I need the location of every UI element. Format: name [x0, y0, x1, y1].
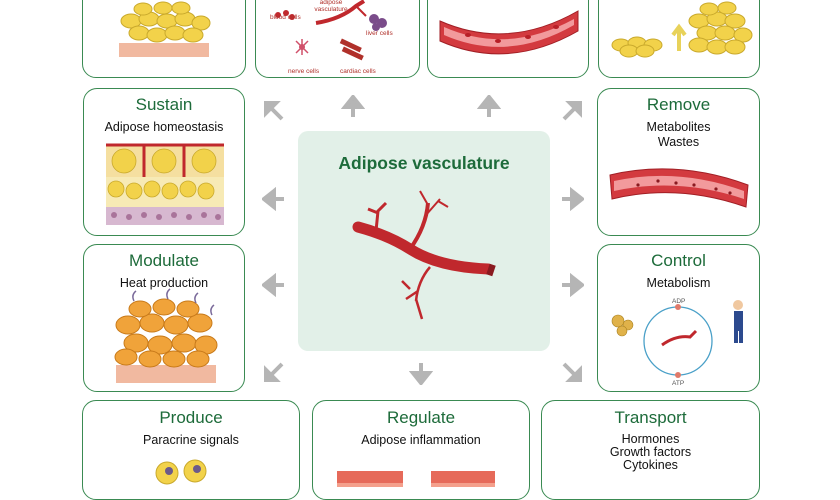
panel-modulate: Modulate Heat production — [83, 244, 245, 392]
center-panel: Adipose vasculature — [298, 131, 550, 351]
sustain-subtitle: Adipose homeostasis — [104, 120, 224, 134]
vessel-cross-section-illustration — [609, 168, 749, 208]
panel-produce: Produce Paracrine signals — [82, 400, 300, 500]
control-subtitle: Metabolism — [646, 276, 711, 290]
arrow-up-icon — [477, 95, 501, 117]
adipose-tissue-illustration — [106, 143, 224, 225]
cell-types-illustration — [275, 0, 387, 61]
arrow-up-left-icon — [264, 101, 284, 121]
panel-regulate: Regulate Adipose inflammation — [312, 400, 530, 500]
panel-top-center-left: blood cells adipose vasculature liver ce… — [255, 0, 420, 78]
panel-top-left — [82, 0, 246, 78]
blood-cells-label: blood cells — [270, 14, 301, 21]
panel-top-center-right — [427, 0, 589, 78]
transport-line-cytokines: Cytokines — [623, 458, 678, 472]
secreting-cells-illustration — [155, 459, 207, 485]
regulate-title: Regulate — [386, 408, 456, 427]
produce-title: Produce — [159, 408, 223, 427]
arrow-down-left-icon — [264, 362, 284, 382]
adipose-vasculature-label: adipose vasculature — [314, 0, 348, 13]
center-title: Adipose vasculature — [338, 153, 510, 173]
brown-fat-illustration — [114, 288, 218, 383]
control-title: Control — [651, 251, 706, 270]
panel-sustain: Sustain Adipose homeostasis — [83, 88, 245, 236]
liver-cells-label: liver cells — [366, 30, 393, 37]
arrow-up-icon — [341, 95, 365, 117]
panel-transport: Transport Hormones Growth factors Cytoki… — [541, 400, 760, 500]
cardiac-cells-label: cardiac cells — [340, 68, 376, 75]
adp-label: ADP — [672, 298, 686, 305]
transport-title: Transport — [614, 408, 687, 427]
nerve-cells-label: nerve cells — [288, 68, 320, 75]
adipocytes-illustration — [119, 1, 211, 57]
arrow-down-icon — [409, 363, 433, 385]
transport-line-growth-factors: Growth factors — [609, 445, 692, 459]
panel-remove: Remove Metabolites Wastes — [597, 88, 760, 236]
transport-line-hormones: Hormones — [621, 432, 680, 446]
remove-line-wastes: Wastes — [657, 135, 700, 149]
arrow-right-icon — [562, 187, 584, 211]
panel-control: Control Metabolism ADP ATP — [597, 244, 760, 392]
regulate-subtitle: Adipose inflammation — [361, 433, 481, 447]
arrow-right-icon — [562, 273, 584, 297]
blood-vessel-illustration — [439, 10, 579, 55]
produce-subtitle: Paracrine signals — [143, 433, 239, 447]
arrow-down-right-icon — [562, 362, 582, 382]
inflamed-vessel-illustration — [337, 471, 495, 487]
remove-title: Remove — [646, 95, 711, 114]
vasculature-illustration — [352, 190, 496, 320]
metabolism-cycle-illustration — [611, 300, 743, 378]
arrow-left-icon — [262, 273, 284, 297]
modulate-title: Modulate — [129, 251, 199, 270]
arrow-up-right-icon — [562, 101, 582, 121]
panel-top-right — [598, 0, 760, 78]
modulate-subtitle: Heat production — [119, 276, 209, 290]
sustain-title: Sustain — [135, 95, 193, 114]
remove-line-metabolites: Metabolites — [646, 120, 711, 134]
atp-label: ATP — [672, 380, 685, 387]
arrow-left-icon — [262, 187, 284, 211]
fat-expansion-illustration — [611, 1, 753, 58]
